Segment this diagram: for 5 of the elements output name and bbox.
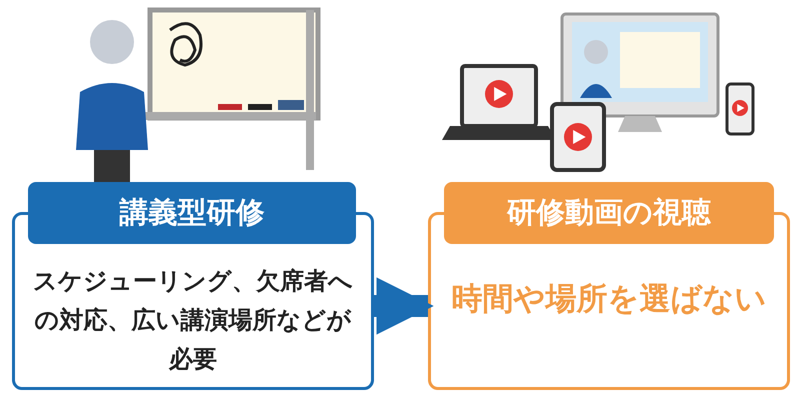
panel-heading: 研修動画の視聴 [444, 182, 774, 244]
panel-text: 時間や場所を選ばない [450, 280, 768, 319]
arrow [374, 277, 434, 335]
panel-heading: 講義型研修 [28, 182, 356, 244]
panel-text: スケジューリング、欠席者への対応、広い講演場所などが必要 [32, 266, 354, 375]
